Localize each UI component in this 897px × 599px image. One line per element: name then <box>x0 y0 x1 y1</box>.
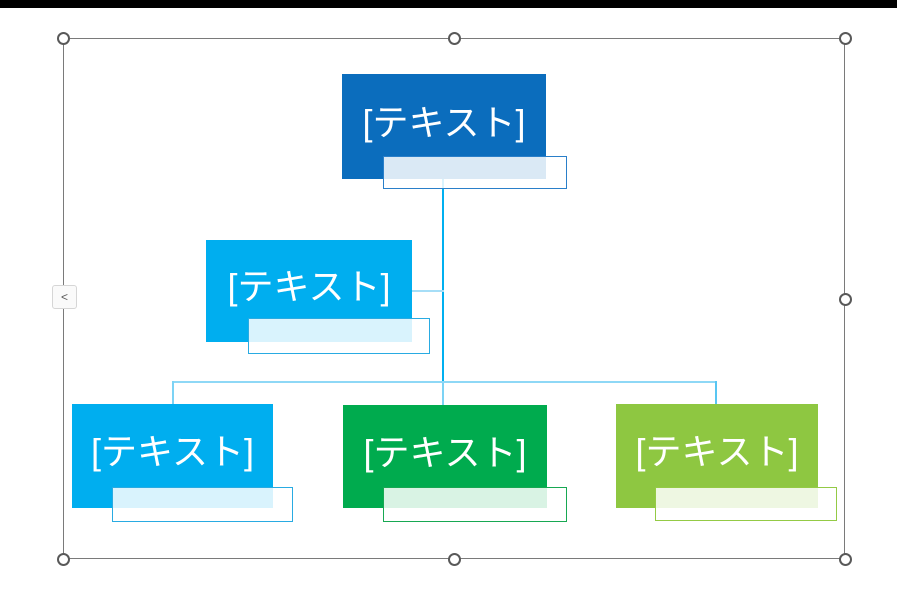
node-placeholder-text: [テキスト] <box>363 431 527 473</box>
node-placeholder-text: [テキスト] <box>362 101 526 143</box>
resize-handle-bottom-right[interactable] <box>839 553 852 566</box>
chevron-left-icon: < <box>60 290 68 304</box>
resize-handle-middle-right[interactable] <box>839 293 852 306</box>
connector-root-vertical <box>442 179 444 383</box>
resize-handle-top-left[interactable] <box>57 32 70 45</box>
window-top-edge <box>0 0 897 8</box>
connector-assistant-elbow <box>412 290 444 292</box>
smartart-text-bar-root[interactable] <box>383 156 567 189</box>
smartart-text-bar-assistant[interactable] <box>248 318 430 354</box>
node-placeholder-text: [テキスト] <box>227 266 391 307</box>
connector-drop-left <box>172 381 174 405</box>
connector-drop-middle <box>442 383 444 406</box>
connector-level3-horizontal <box>172 381 717 383</box>
resize-handle-top-right[interactable] <box>839 32 852 45</box>
resize-handle-bottom-center[interactable] <box>448 553 461 566</box>
smartart-text-bar-subordinate-3[interactable] <box>655 487 837 521</box>
node-placeholder-text: [テキスト] <box>91 431 254 472</box>
text-pane-toggle-button[interactable]: < <box>52 285 77 309</box>
smartart-text-bar-subordinate-2[interactable] <box>383 487 567 522</box>
resize-handle-top-center[interactable] <box>448 32 461 45</box>
node-placeholder-text: [テキスト] <box>635 431 799 472</box>
selection-frame[interactable] <box>63 38 845 559</box>
resize-handle-bottom-left[interactable] <box>57 553 70 566</box>
smartart-text-bar-subordinate-1[interactable] <box>112 487 293 522</box>
connector-drop-right <box>715 381 717 405</box>
